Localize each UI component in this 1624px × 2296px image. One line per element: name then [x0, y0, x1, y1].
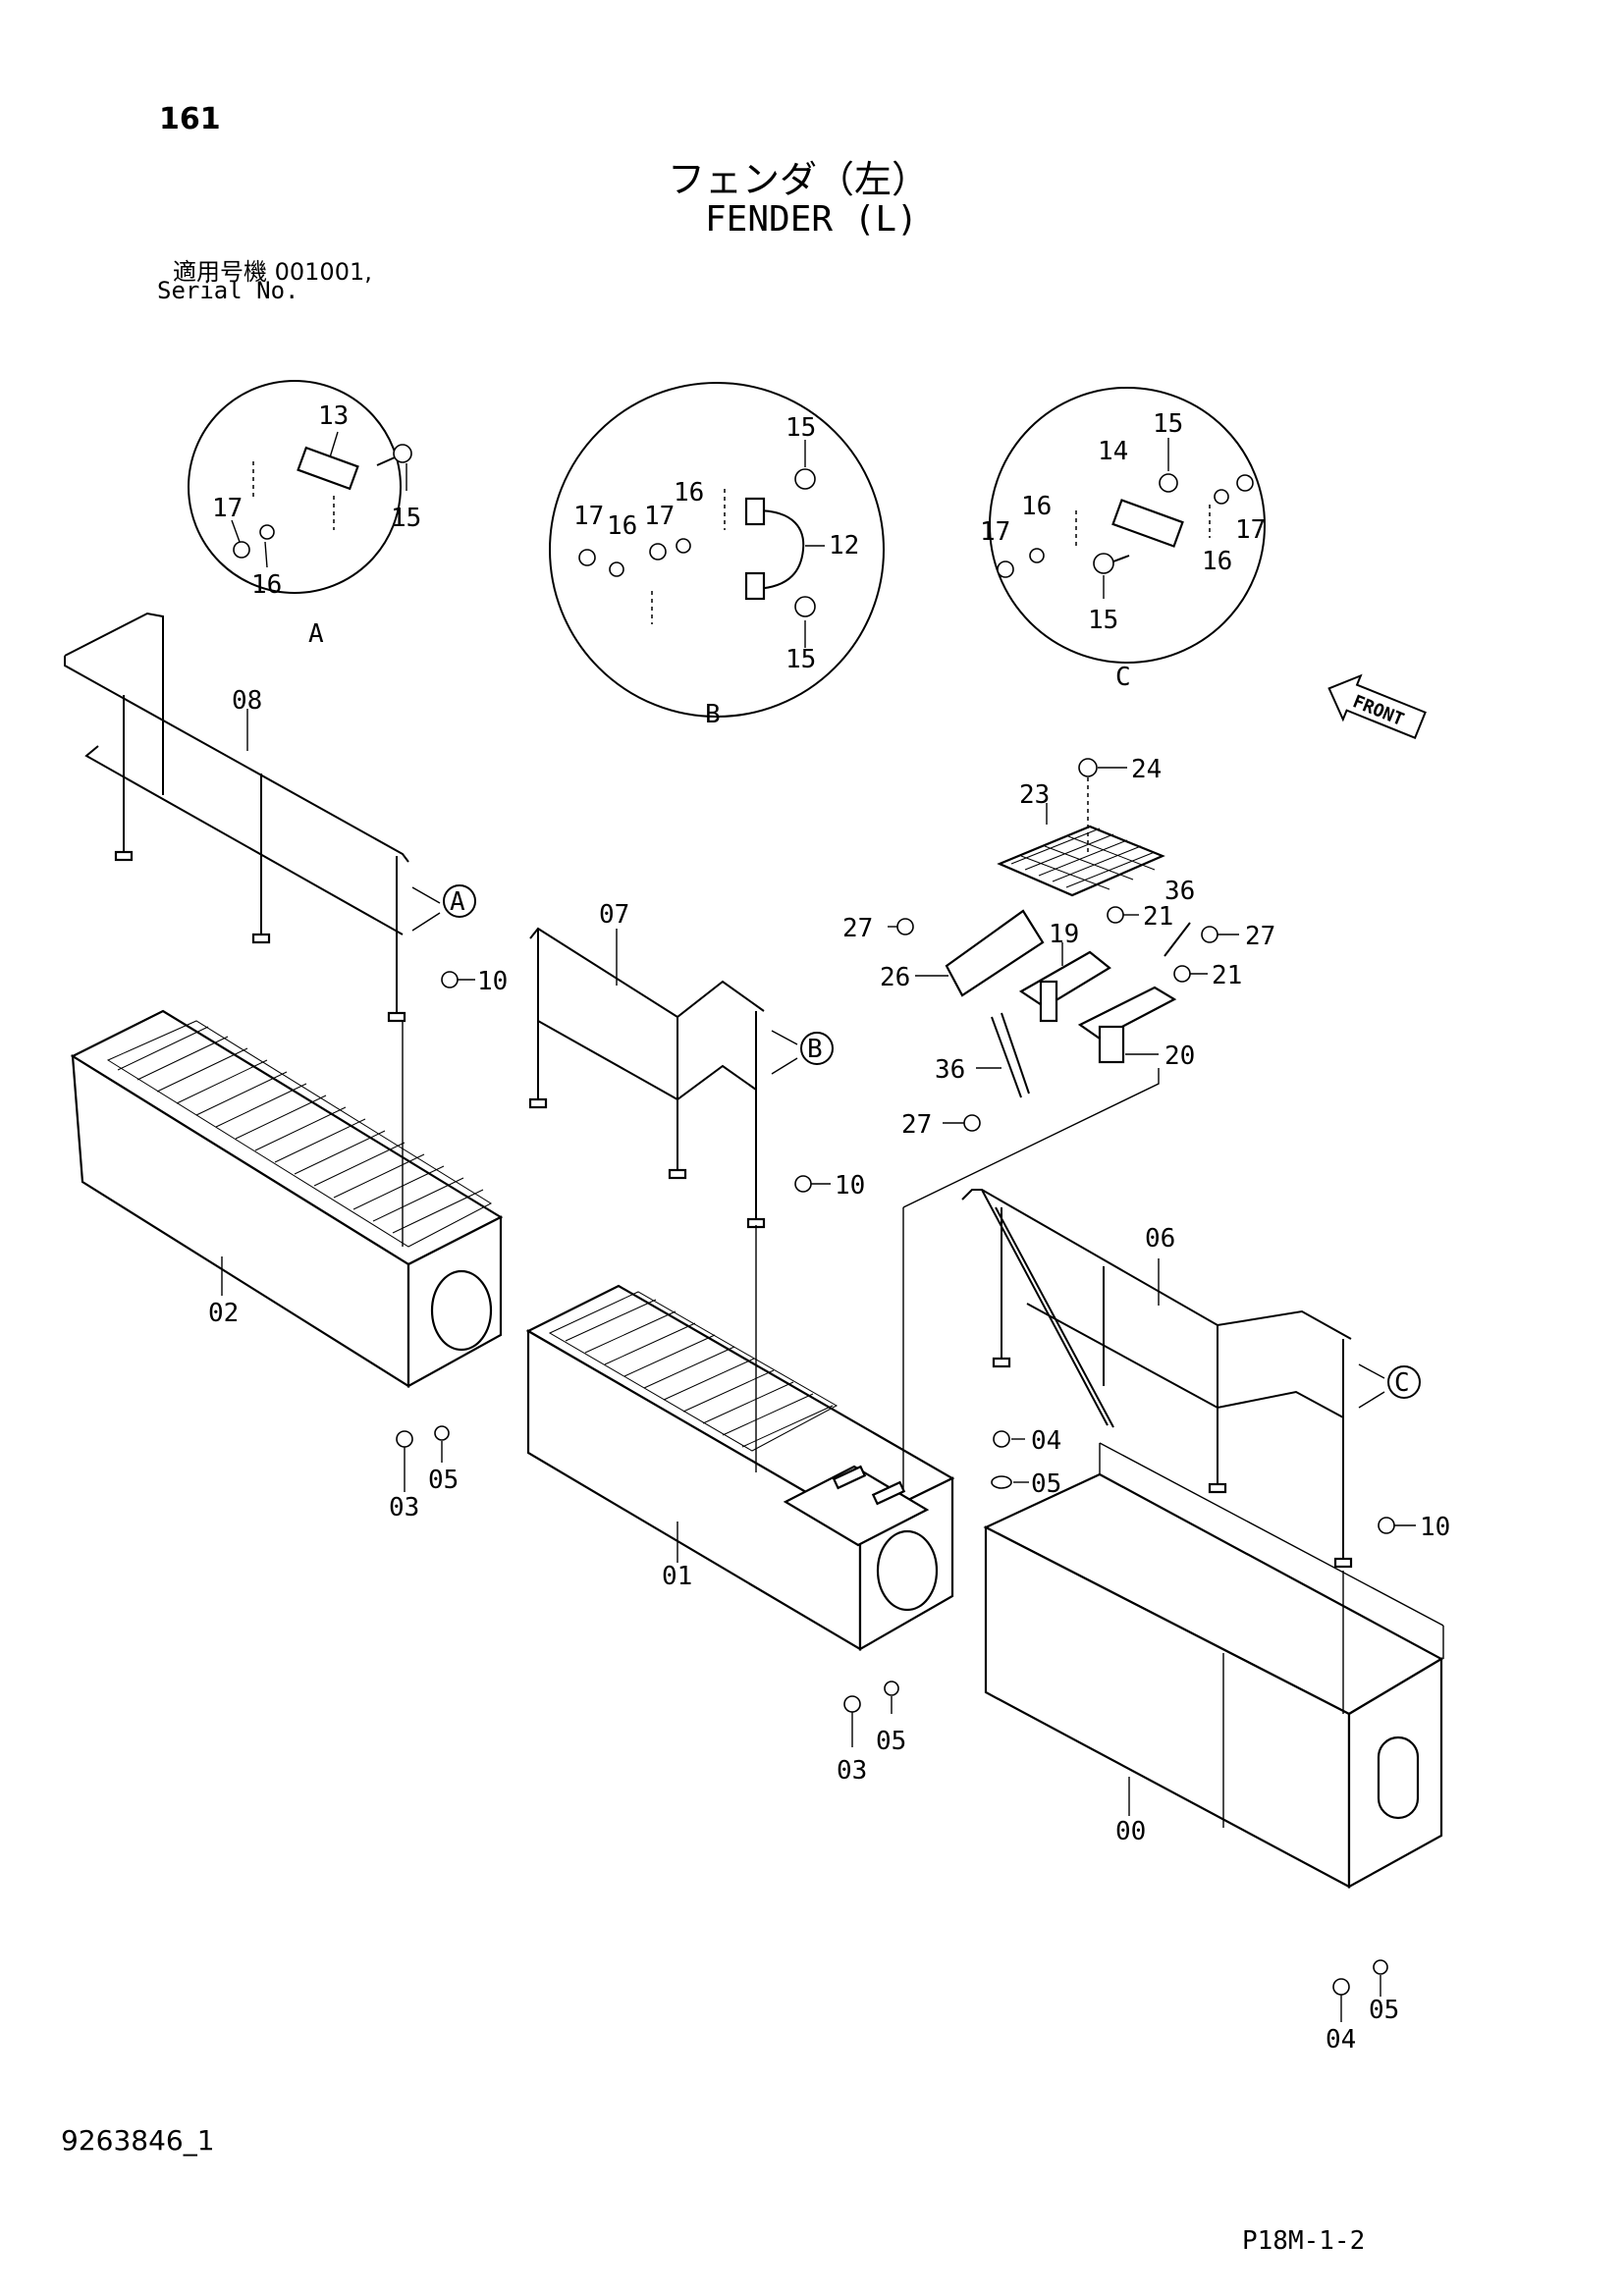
callout-05: 05 — [428, 1466, 459, 1495]
callout-08: 08 — [232, 686, 262, 716]
callout-12: 12 — [829, 531, 859, 561]
fender-box-02: 02 03 05 — [70, 1009, 504, 1522]
callout-20: 20 — [1164, 1041, 1195, 1071]
callout-16-right: 16 — [674, 478, 704, 507]
reference-code: P18M-1-2 — [1242, 2226, 1366, 2256]
callout-17-left: 17 — [980, 517, 1010, 547]
callout-36: 36 — [1164, 877, 1195, 906]
callout-16: 16 — [251, 570, 282, 600]
detail-view-c: 14 15 16 17 15 16 17 C — [980, 387, 1266, 692]
callout-00: 00 — [1115, 1817, 1146, 1846]
front-arrow-icon: FRONT — [1327, 673, 1427, 740]
callout-01: 01 — [662, 1562, 692, 1591]
callout-23: 23 — [1019, 780, 1050, 810]
detail-label-c: C — [1115, 663, 1131, 692]
view-b-marker: B — [807, 1035, 823, 1064]
callout-15-bottom: 15 — [1088, 606, 1118, 635]
callout-17-right: 17 — [644, 502, 675, 531]
fender-box-01: 01 03 05 — [525, 1068, 1160, 1786]
callout-24: 24 — [1131, 755, 1162, 784]
serial-label-english: Serial No. — [157, 277, 299, 304]
callout-16-right: 16 — [1202, 547, 1232, 576]
callout-27: 27 — [1245, 922, 1275, 951]
callout-27: 27 — [901, 1110, 932, 1140]
callout-15-top: 15 — [785, 413, 816, 443]
handrail-06: 06 C 10 04 05 — [961, 1189, 1450, 1569]
callout-17: 17 — [212, 494, 243, 523]
fender-box-00: 00 04 05 — [983, 1442, 1444, 2055]
callout-17-left: 17 — [573, 502, 604, 531]
detail-label-b: B — [705, 700, 721, 729]
callout-10: 10 — [835, 1171, 865, 1201]
callout-06: 06 — [1145, 1224, 1175, 1254]
detail-view-a: 13 15 16 17 A — [188, 380, 421, 649]
callout-21: 21 — [1143, 902, 1173, 932]
callout-16-left: 16 — [607, 511, 637, 541]
step-assembly: 24 23 26 27 19 21 21 36 27 20 36 27 — [842, 755, 1275, 1140]
callout-05: 05 — [876, 1727, 906, 1756]
callout-19: 19 — [1049, 920, 1079, 949]
callout-17-right: 17 — [1235, 515, 1266, 545]
page-number: 161 — [159, 102, 221, 136]
svg-text:FRONT: FRONT — [1350, 691, 1407, 730]
title-japanese: フェンダ（左） — [668, 158, 930, 201]
callout-15-bottom: 15 — [785, 645, 816, 674]
callout-15: 15 — [391, 504, 421, 533]
callout-21: 21 — [1212, 961, 1242, 990]
callout-03: 03 — [389, 1493, 419, 1522]
callout-07: 07 — [599, 900, 629, 930]
callout-27: 27 — [842, 914, 873, 943]
callout-26: 26 — [880, 963, 910, 992]
callout-02: 02 — [208, 1299, 239, 1328]
serial-label-japanese: 適用号機 001001, — [173, 258, 372, 286]
title-english: FENDER (L) — [705, 199, 918, 240]
callout-13: 13 — [318, 401, 349, 431]
callout-10: 10 — [1420, 1513, 1450, 1542]
view-c-marker: C — [1394, 1368, 1410, 1398]
callout-04: 04 — [1326, 2025, 1356, 2055]
detail-label-a: A — [308, 619, 324, 649]
callout-36: 36 — [935, 1055, 965, 1085]
callout-14: 14 — [1098, 437, 1128, 466]
callout-10: 10 — [477, 967, 508, 996]
detail-view-b: 15 12 15 16 17 16 17 B — [549, 382, 885, 729]
callout-04: 04 — [1031, 1426, 1061, 1456]
callout-16-left: 16 — [1021, 492, 1052, 521]
callout-03: 03 — [837, 1756, 867, 1786]
handrail-08: 08 A 10 — [64, 612, 508, 1023]
document-number: 9263846_1 — [61, 2124, 215, 2157]
view-a-marker: A — [450, 887, 465, 917]
callout-15-top: 15 — [1153, 409, 1183, 439]
handrail-07: 07 B 10 — [528, 900, 865, 1229]
callout-05: 05 — [1369, 1996, 1399, 2025]
